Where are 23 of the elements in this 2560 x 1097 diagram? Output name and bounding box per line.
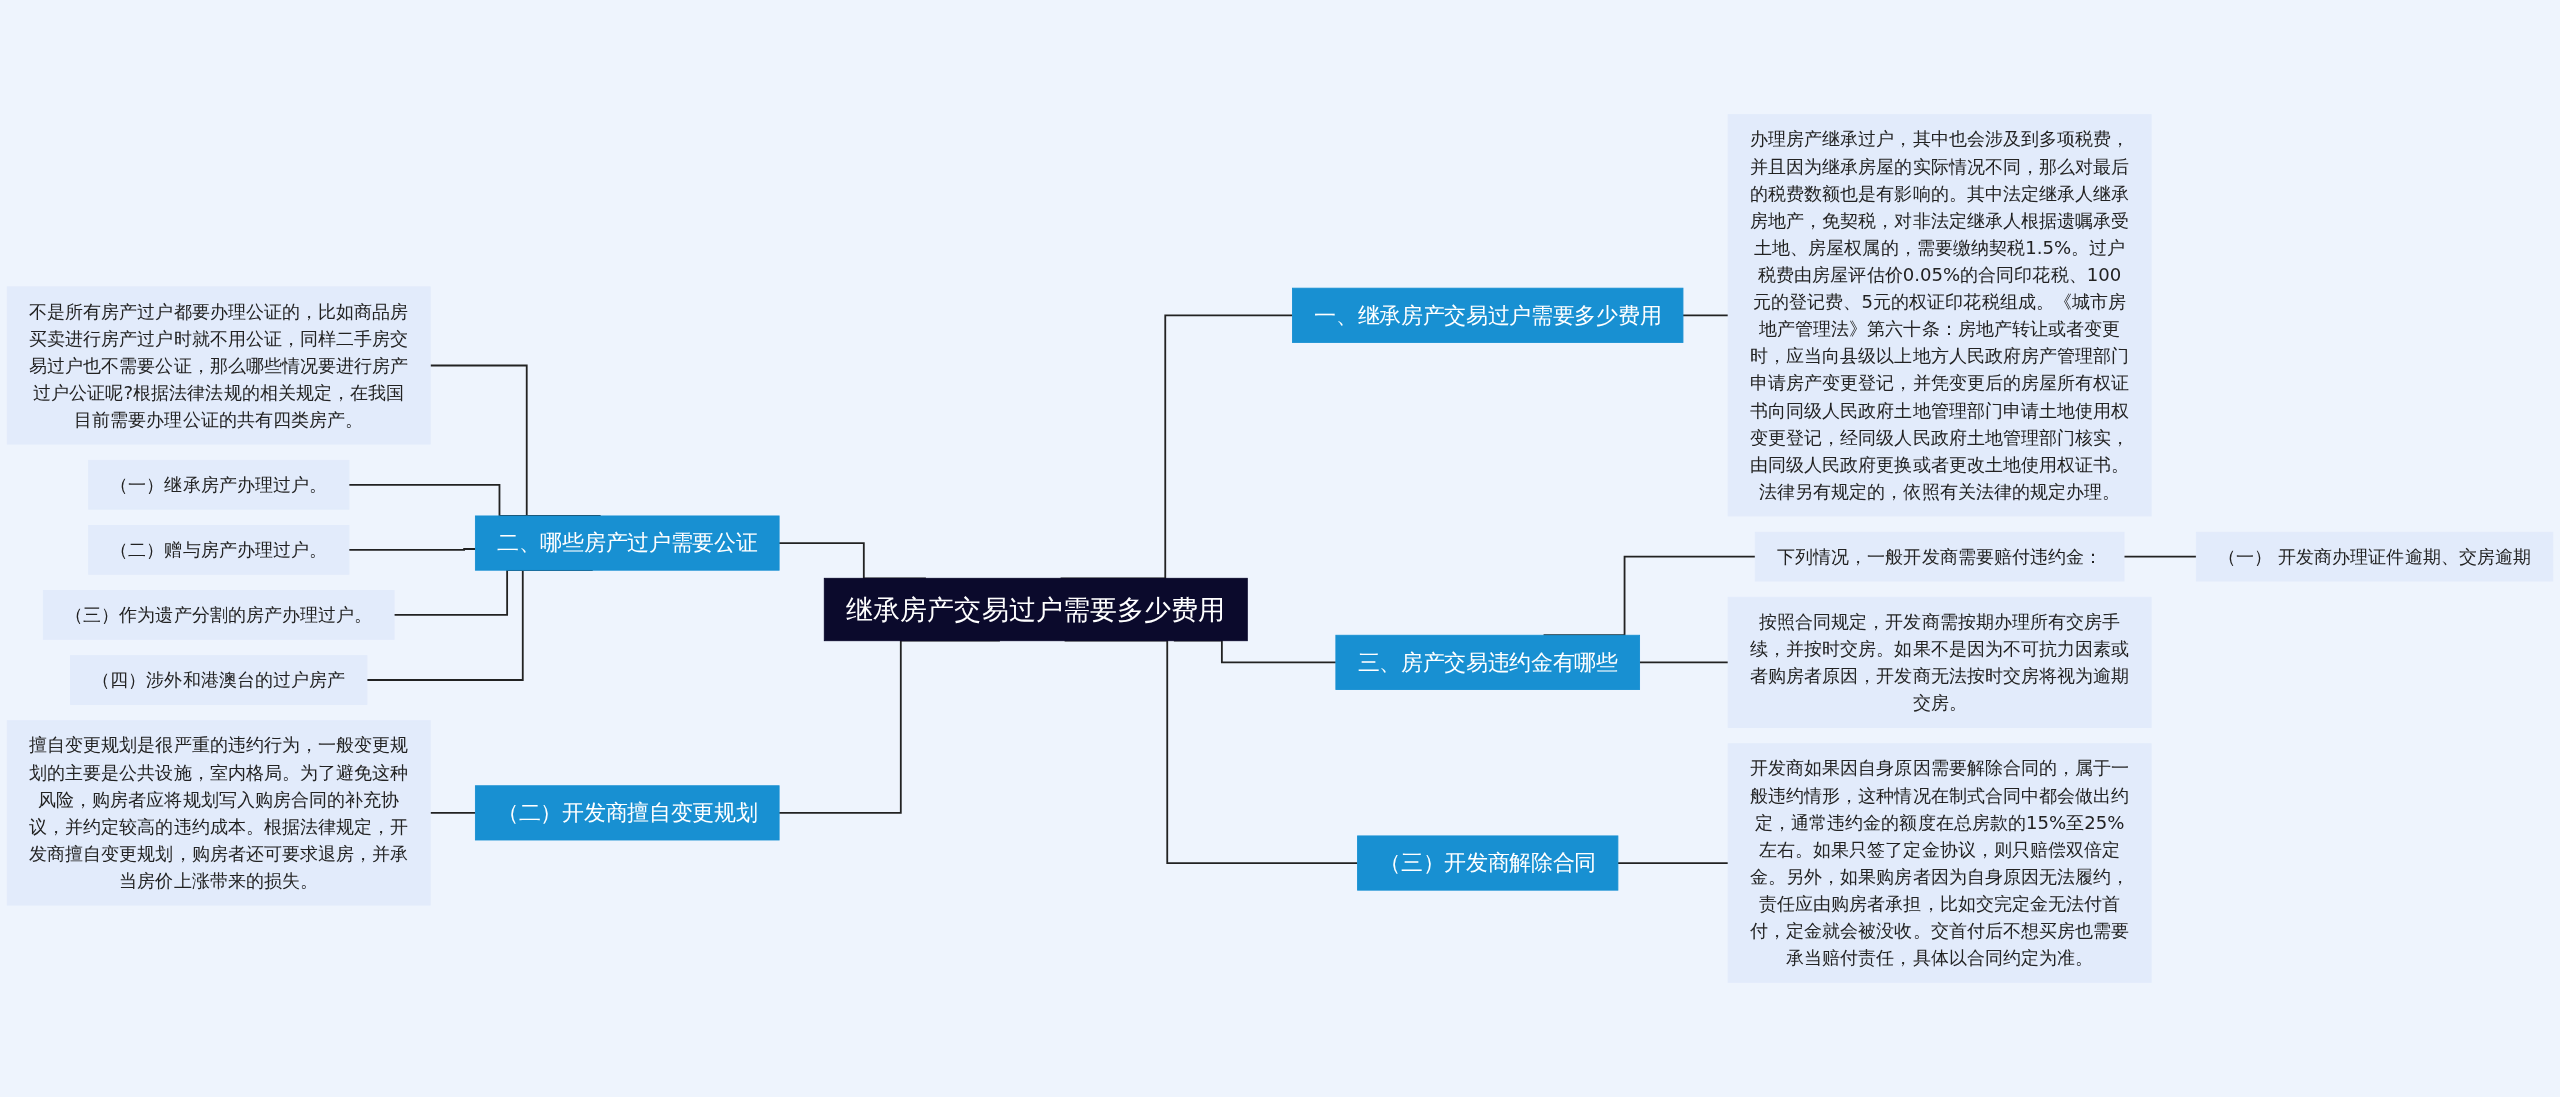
node-box: 继承房产交易过户需要多少费用	[823, 577, 1248, 642]
node-box: （三）开发商解除合同	[1357, 835, 1619, 891]
connector	[429, 811, 477, 814]
node-box: （四）涉外和港澳台的过户房产	[70, 655, 368, 705]
node-box: （三）作为遗产分割的房产办理过户。	[42, 590, 395, 640]
node-box: （二）赠与房产办理过户。	[88, 525, 350, 575]
node-box: 不是所有房产过户都要办理公证的，比如商品房买卖进行房产过户时就不用公证，同样二手房交易过户也不需要公证，那么哪些情况要进行房产过户公证呢?根据法律法规的相关规定，在我国目前需要办理公证的共有四类房产。	[6, 286, 431, 445]
connector	[1638, 661, 1730, 664]
node-box: 开发商如果因自身原因需要解除合同的，属于一般违约情形，这种情况在制式合同中都会做出约定，通常违约金的额度在总房款的15%至25%左右。如果只签了定金协议，则只赔偿双倍定金。另外，如果购房者因为自身原因无法履约，责任应由购房者承担，比如交完定金无法付首付，定金就会被没收。交首付后不想买房也需要承当赔付责任，具体以合同约定为准。	[1727, 743, 2152, 983]
node-box: 二、哪些房产过户需要公证	[474, 515, 780, 571]
node-box: （一）继承房产办理过户。	[88, 459, 350, 510]
node-box: 三、房产交易违约金有哪些	[1335, 634, 1640, 690]
connector	[347, 548, 477, 551]
node-box: 一、继承房产交易过户需要多少费用	[1292, 287, 1684, 343]
node-box: （一） 开发商办理证件逾期、交房逾期	[2195, 531, 2554, 582]
node-box: 下列情况，一般开发商需要赔付违约金：	[1754, 531, 2125, 582]
node-box: 擅自变更规划是很严重的违约行为，一般变更规划的主要是公共设施，室内格局。为了避免这种风险，购房者应将规划写入购房合同的补充协议，并约定较高的违约成本。根据法律规定，开发商擅自变更规划，购房者还可要求退房，并承当房价上涨带来的损失。	[6, 720, 431, 906]
node-box: 按照合同规定，开发商需按期办理所有交房手续，并按时交房。如果不是因为不可抗力因素或者购房者原因，开发商无法按时交房将视为逾期交房。	[1727, 596, 2152, 728]
node-box: 办理房产继承过户，其中也会涉及到多项税费，并且因为继承房屋的实际情况不同，那么对最后的税费数额也是有影响的。其中法定继承人继承房地产，免契税，对非法定继承人根据遗嘱承受土地、房屋权属的，需要缴纳契税1.5%。过户税费由房屋评估价0.05%的合同印花税、100元的登记费、5元的权证印花税组成。《城市房地产管理法》第六十条：房地产转让或者变更时，应当向县级以上地方人民政府房产管理部门申请房产变更登记，并凭变更后的房屋所有权证书向同级人民政府土地管理部门申请土地使用权变更登记，经同级人民政府土地管理部门核实，由同级人民政府更换或者更改土地使用权证书。法律另有规定的，依照有关法律的规定办理。	[1727, 114, 2152, 517]
node-box: （二）开发商擅自变更规划	[474, 785, 780, 841]
connector	[1682, 314, 1730, 317]
connector	[2123, 555, 2198, 558]
connector	[1616, 862, 1730, 864]
